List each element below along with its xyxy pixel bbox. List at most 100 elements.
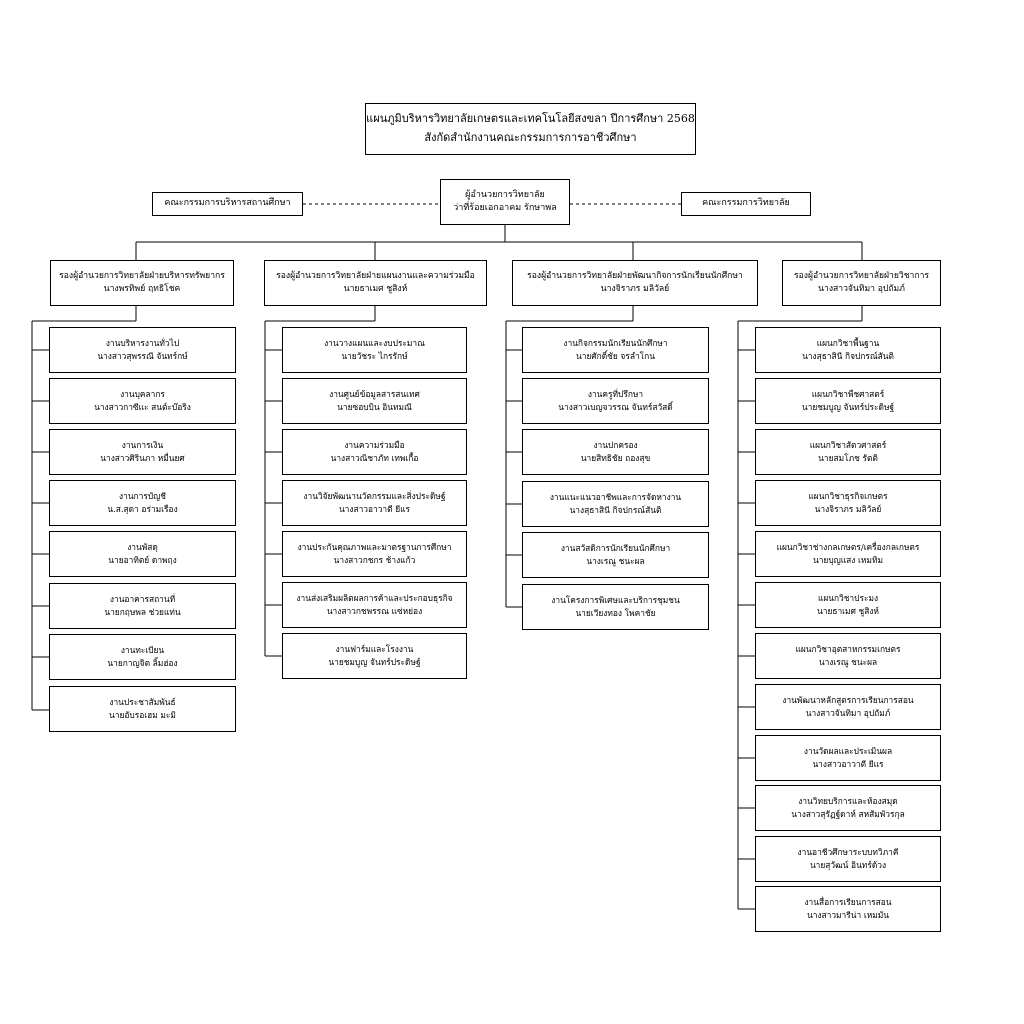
unit-name: งานวิทยบริการและห้องสมุด	[798, 796, 898, 807]
unit-person: นายบุญแสง เหมทิม	[813, 555, 883, 565]
unit-name: แผนกวิชาสัตวศาสตร์	[809, 440, 887, 451]
unit-box: งานวัดผลและประเมินผล นางสาวอาวาตี ยีแร	[755, 735, 941, 781]
deputy-role: รองผู้อำนวยการวิทยาลัยฝ่ายวิชาการ	[793, 271, 930, 282]
unit-person: นายชมบูญ จันทร์ประดิษฐ์	[801, 402, 895, 412]
unit-name: งานวัดผลและประเมินผล	[803, 746, 893, 757]
unit-person: น.ส.สุดา อร่ามเรือง	[107, 504, 178, 514]
unit-person: นางสาวอาวาตี ยีแร	[338, 504, 411, 514]
chart-title-line2: สังกัดสำนักงานคณะกรรมการการอาชีวศึกษา	[424, 131, 637, 144]
deputy-student-affairs: รองผู้อำนวยการวิทยาลัยฝ่ายพัฒนากิจการนัก…	[512, 260, 758, 306]
unit-person: นางสุธาสินี กิจปกรณ์สันติ	[569, 505, 662, 515]
unit-person: นายศักดิ์ชัย จรลำโกน	[576, 351, 655, 361]
unit-name: งานครูที่ปรึกษา	[587, 389, 644, 400]
unit-name: งานทะเบียน	[120, 645, 165, 656]
deputy-name: นางจิราภร มลิวัลย์	[600, 284, 670, 294]
unit-box: งานส่งเสริมผลิตผลการค้าและประกอบธุรกิจ น…	[282, 582, 467, 628]
unit-name: แผนกวิชาธุรกิจเกษตร	[808, 491, 888, 502]
unit-person: นางสาวมารีน่า เหมมัน	[807, 910, 889, 920]
unit-person: นายอับรอเฮม มะมิ	[109, 710, 176, 720]
left-council-box: คณะกรรมการบริหารสถานศึกษา	[152, 192, 303, 216]
unit-name: งานส่งเสริมผลิตผลการค้าและประกอบธุรกิจ	[296, 593, 453, 604]
unit-person: นางสาวจันทิมา อุปถัมภ์	[805, 708, 891, 718]
unit-name: งานฟาร์มและโรงงาน	[335, 644, 414, 655]
unit-person: นายเวียงทอง โพคาชัย	[575, 608, 656, 618]
unit-box: แผนกวิชาพื้นฐาน นางสุธาสินี กิจปกรณ์สันต…	[755, 327, 941, 373]
unit-person: นางจิราภร มลิวัลย์	[814, 504, 882, 514]
unit-name: งานสื่อการเรียนการสอน	[804, 897, 892, 908]
unit-person: นางสาวกชกร ช้างแก้ว	[333, 555, 416, 565]
unit-box: งานอาคารสถานที่ นายกฤษพล ช่วยแท่น	[49, 583, 236, 629]
unit-box: งานศูนย์ข้อมูลสารสนเทศ นายซอบบิน อินทมณี	[282, 378, 467, 424]
director-name: ว่าที่ร้อยเอกอาคม รักษาพล	[453, 203, 557, 213]
unit-box: งานปกครอง นายสิทธิชัย ถองสุข	[522, 429, 709, 475]
left-council-label: คณะกรรมการบริหารสถานศึกษา	[164, 198, 291, 209]
unit-person: นายซอบบิน อินทมณี	[337, 402, 412, 412]
unit-person: นางสุธาสินี กิจปกรณ์สันติ	[802, 351, 894, 361]
unit-name: งานอาคารสถานที่	[109, 594, 176, 605]
unit-name: งานอาชีวศึกษาระบบทวิภาคี	[797, 847, 899, 858]
unit-box: งานพัสดุ นายอาทิตย์ ดาพฤง	[49, 531, 236, 577]
unit-name: แผนกวิชาพื้นฐาน	[816, 338, 880, 349]
unit-person: นายอาทิตย์ ดาพฤง	[108, 555, 177, 565]
unit-box: งานวิทยบริการและห้องสมุด นางสาวสุรัฏฐ์ดา…	[755, 785, 941, 831]
unit-person: นางสาวเบญจวรรณ จันทร์สวัสดิ์	[558, 402, 673, 412]
unit-person: นายกฤษพล ช่วยแท่น	[104, 607, 181, 617]
unit-box: แผนกวิชาพืชศาสตร์ นายชมบูญ จันทร์ประดิษฐ…	[755, 378, 941, 424]
unit-box: งานวิจัยพัฒนานวัตกรรมและสิ่งประดิษฐ์ นาง…	[282, 480, 467, 526]
unit-name: แผนกวิชาอุตสาหกรรมเกษตร	[795, 644, 901, 655]
deputy-role: รองผู้อำนวยการวิทยาลัยฝ่ายพัฒนากิจการนัก…	[527, 271, 743, 282]
unit-box: แผนกวิชาธุรกิจเกษตร นางจิราภร มลิวัลย์	[755, 480, 941, 526]
right-council-box: คณะกรรมการวิทยาลัย	[681, 192, 811, 216]
unit-person: นางสาวสุรัฏฐ์ดาห์ สหสัมพัวรกุล	[791, 809, 905, 819]
director-box: ผู้อำนวยการวิทยาลัย ว่าที่ร้อยเอกอาคม รั…	[440, 179, 570, 225]
unit-person: นางสาวกาซีแะ สนต์ะบ๊อริง	[94, 402, 191, 412]
unit-person: นางเรณู ชนะผล	[586, 556, 645, 566]
unit-box: งานการเงิน นางสาวศิรินภา หมื่นยศ	[49, 429, 236, 475]
unit-person: นางสาวกชพรรณ แซ่หย่อง	[326, 606, 423, 616]
unit-name: งานวิจัยพัฒนานวัตกรรมและสิ่งประดิษฐ์	[303, 491, 446, 502]
unit-box: งานครูที่ปรึกษา นางสาวเบญจวรรณ จันทร์สวั…	[522, 378, 709, 424]
unit-name: งานประชาสัมพันธ์	[109, 697, 176, 708]
deputy-name: นางพรทิพย์ ฤทธิโชค	[103, 284, 181, 294]
deputy-resources: รองผู้อำนวยการวิทยาลัยฝ่ายบริหารทรัพยากร…	[50, 260, 234, 306]
chart-title-line1: แผนภูมิบริหารวิทยาลัยเกษตรและเทคโนโลยีสง…	[366, 112, 695, 126]
unit-box: แผนกวิชาอุตสาหกรรมเกษตร นางเรณู ชนะผล	[755, 633, 941, 679]
unit-name: งานวางแผนและงบประมาณ	[324, 338, 425, 349]
unit-name: งานการเงิน	[121, 440, 164, 451]
unit-name: งานศูนย์ข้อมูลสารสนเทศ	[329, 389, 420, 400]
unit-name: งานบุคลากร	[120, 389, 165, 400]
chart-title: แผนภูมิบริหารวิทยาลัยเกษตรและเทคโนโลยีสง…	[365, 103, 696, 155]
unit-box: งานความร่วมมือ นางสาวณิชาภัท เทพเกื้อ	[282, 429, 467, 475]
unit-box: แผนกวิชาช่างกลเกษตร/เครื่องกลเกษตร นายบุ…	[755, 531, 941, 577]
unit-person: นางสาวสุพรรณี จันทร์กษ์	[97, 351, 188, 361]
unit-name: แผนกวิชาพืชศาสตร์	[811, 389, 885, 400]
unit-box: งานฟาร์มและโรงงาน นายชมบูญ จันทร์ประดิษฐ…	[282, 633, 467, 679]
unit-name: แผนกวิชาประมง	[817, 593, 879, 604]
unit-box: งานกิจกรรมนักเรียนนักศึกษา นายศักดิ์ชัย …	[522, 327, 709, 373]
unit-person: นางเรณู ชนะผล	[818, 657, 878, 667]
unit-name: งานกิจกรรมนักเรียนนักศึกษา	[563, 338, 668, 349]
unit-person: นายสิทธิชัย ถองสุข	[580, 453, 651, 463]
unit-name: งานบริหารงานทั่วไป	[105, 338, 180, 349]
unit-person: นายชมบูญ จันทร์ประดิษฐ์	[328, 657, 421, 667]
unit-box: งานบริหารงานทั่วไป นางสาวสุพรรณี จันทร์ก…	[49, 327, 236, 373]
unit-name: งานการบัญชี	[119, 491, 166, 502]
unit-box: งานบุคลากร นางสาวกาซีแะ สนต์ะบ๊อริง	[49, 378, 236, 424]
unit-name: แผนกวิชาช่างกลเกษตร/เครื่องกลเกษตร	[776, 542, 920, 553]
unit-box: งานสื่อการเรียนการสอน นางสาวมารีน่า เหมม…	[755, 886, 941, 932]
deputy-name: นายธาเมศ ชูสิงห์	[343, 284, 408, 294]
deputy-role: รองผู้อำนวยการวิทยาลัยฝ่ายแผนงานและความร…	[276, 271, 475, 282]
unit-box: งานประชาสัมพันธ์ นายอับรอเฮม มะมิ	[49, 686, 236, 732]
unit-box: งานสวัสดิการนักเรียนนักศึกษา นางเรณู ชนะ…	[522, 532, 709, 578]
unit-name: งานพัฒนาหลักสูตรการเรียนการสอน	[782, 695, 914, 706]
unit-person: นายวัชระ ไกรรักษ์	[341, 351, 408, 361]
unit-name: งานโครงการพิเศษและบริการชุมชน	[551, 595, 680, 606]
unit-person: นางสาวณิชาภัท เทพเกื้อ	[330, 453, 419, 463]
unit-person: นางสาวอาวาตี ยีแร	[812, 759, 884, 769]
unit-box: งานประกันคุณภาพและมาตรฐานการศึกษา นางสาว…	[282, 531, 467, 577]
deputy-academic: รองผู้อำนวยการวิทยาลัยฝ่ายวิชาการ นางสาว…	[782, 260, 941, 306]
unit-person: นายธาเมศ ชูสิงห์	[817, 606, 879, 616]
unit-box: งานวางแผนและงบประมาณ นายวัชระ ไกรรักษ์	[282, 327, 467, 373]
unit-box: แผนกวิชาสัตวศาสตร์ นายสมโภช รัตติ	[755, 429, 941, 475]
